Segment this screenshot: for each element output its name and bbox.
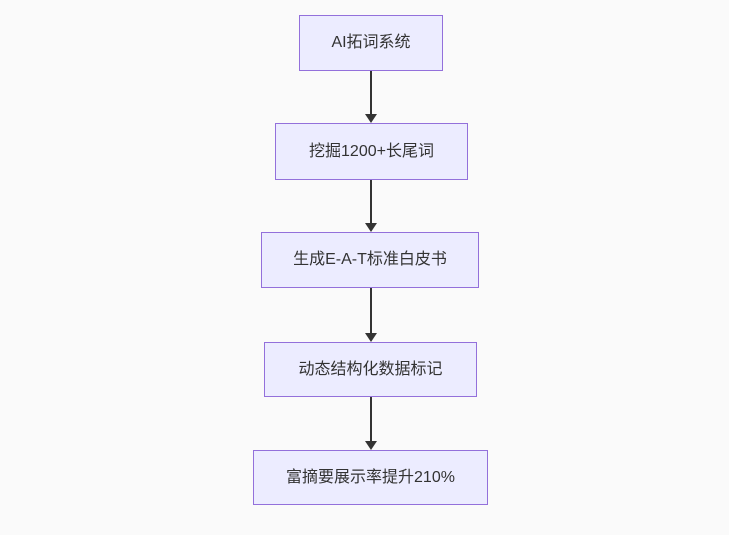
- arrow-line: [370, 71, 372, 114]
- flow-node-label: 挖掘1200+长尾词: [309, 142, 434, 160]
- flow-node-label: 富摘要展示率提升210%: [286, 468, 455, 486]
- flow-node-longtail-mining: 挖掘1200+长尾词: [275, 123, 468, 180]
- flow-node-label: 动态结构化数据标记: [298, 360, 443, 378]
- flow-node-label: AI拓词系统: [331, 34, 411, 52]
- arrow-line: [370, 288, 372, 333]
- arrow-down-icon: [365, 333, 377, 342]
- flow-arrow-1: [365, 71, 377, 123]
- flow-arrow-4: [365, 397, 377, 450]
- flow-node-structured-data-markup: 动态结构化数据标记: [264, 342, 477, 397]
- flow-node-rich-snippet-result: 富摘要展示率提升210%: [253, 450, 488, 505]
- flow-arrow-3: [365, 288, 377, 342]
- arrow-down-icon: [365, 223, 377, 232]
- arrow-line: [370, 397, 372, 441]
- arrow-down-icon: [365, 441, 377, 450]
- arrow-line: [370, 180, 372, 223]
- flow-arrow-2: [365, 180, 377, 232]
- flow-node-label: 生成E-A-T标准白皮书: [293, 251, 447, 269]
- flow-node-eat-whitepaper: 生成E-A-T标准白皮书: [261, 232, 479, 288]
- flow-node-ai-word-system: AI拓词系统: [299, 15, 443, 71]
- arrow-down-icon: [365, 114, 377, 123]
